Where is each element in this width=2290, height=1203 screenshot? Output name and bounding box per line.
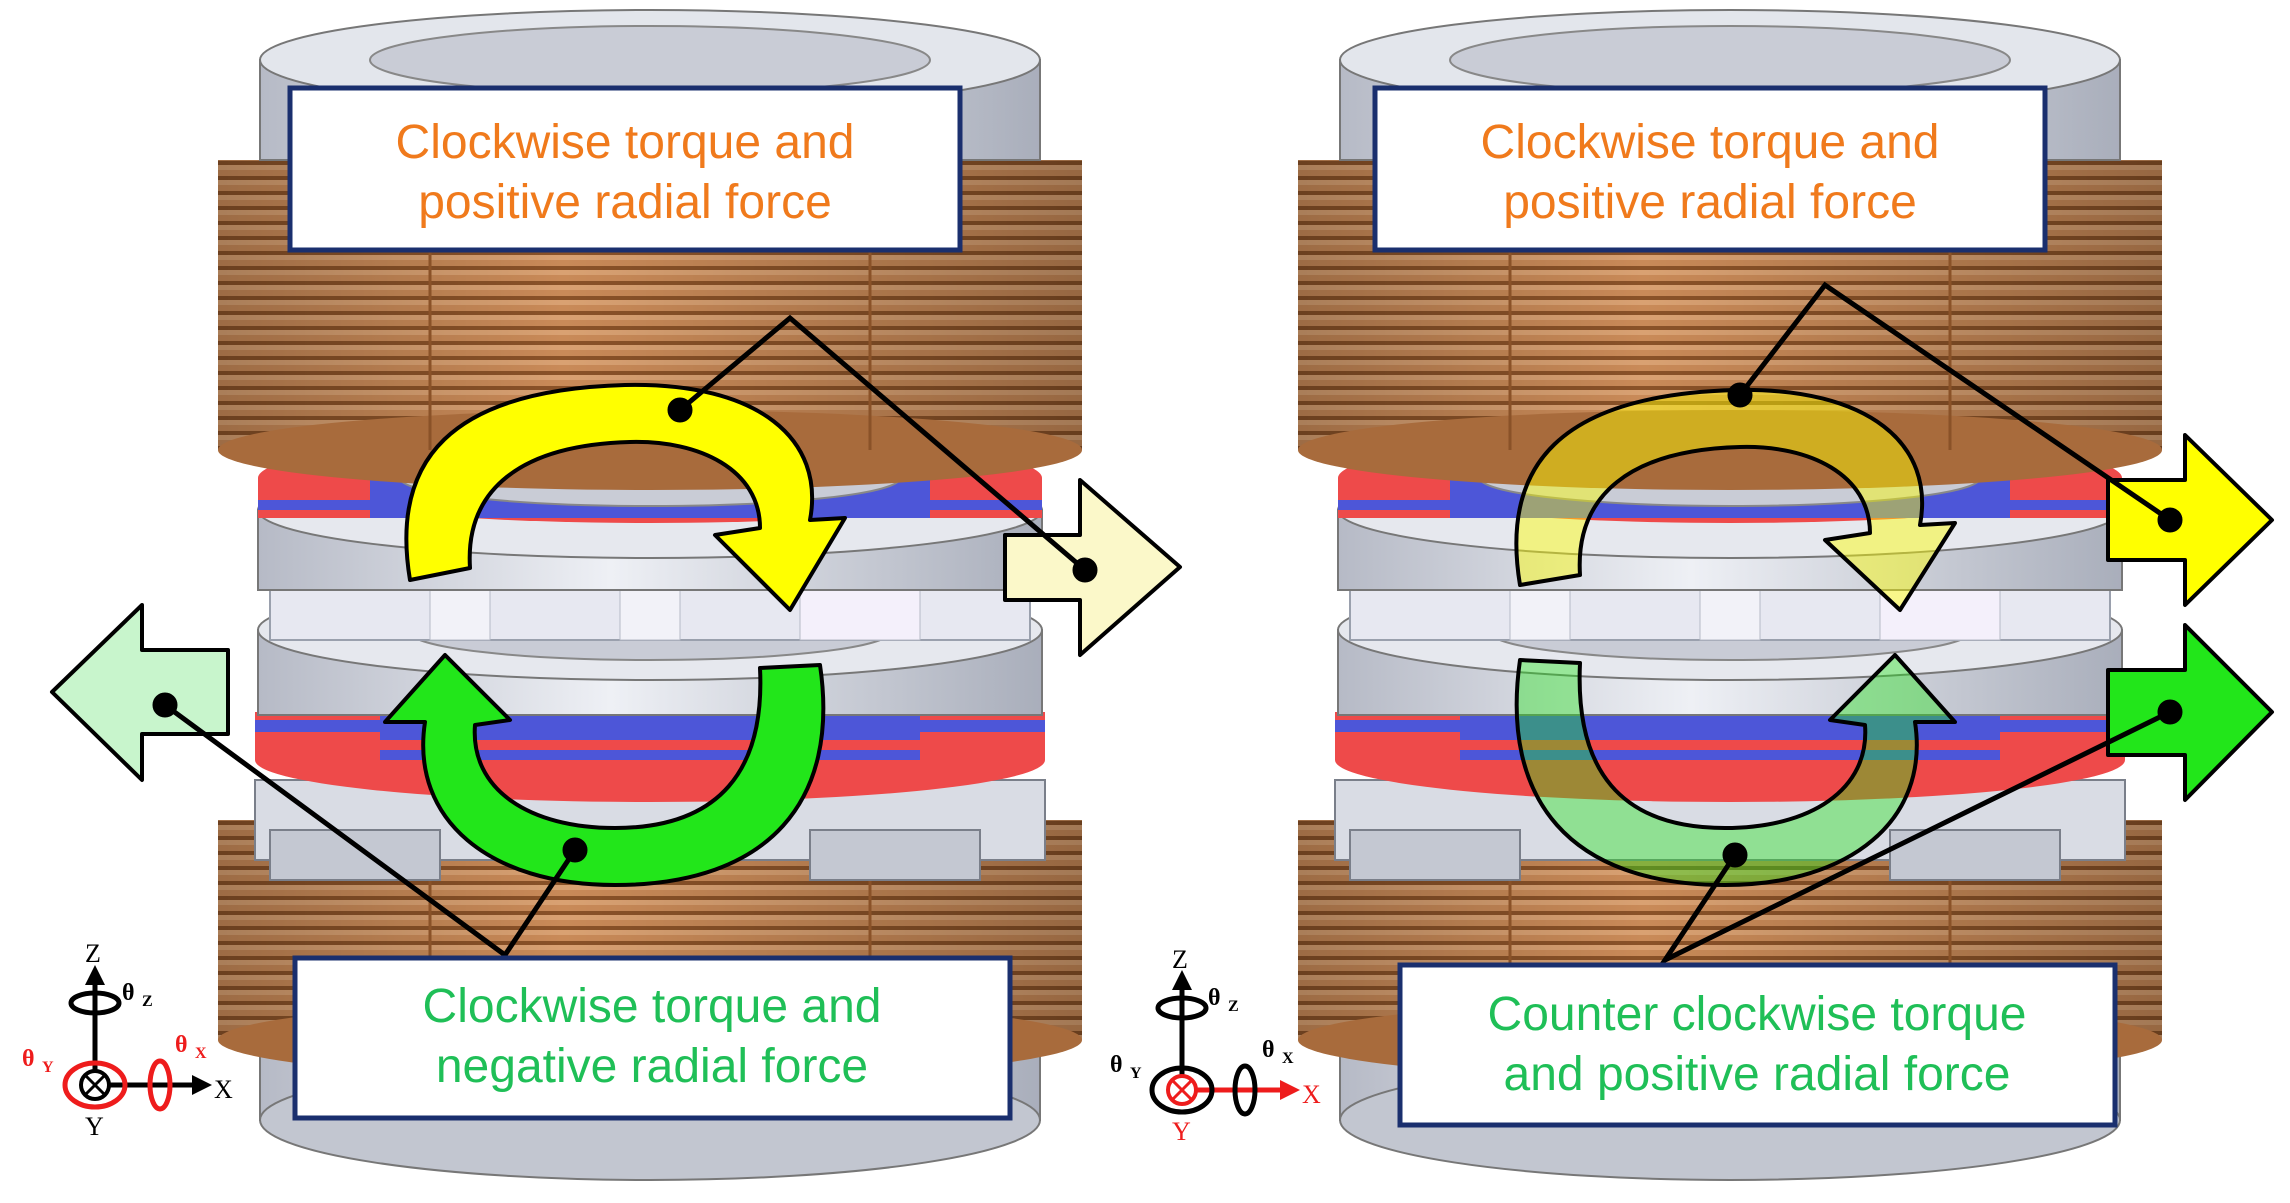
left-theta-z-sub: Z (142, 993, 153, 1010)
left-bottom-label-line1: Clockwise torque and (423, 980, 882, 1033)
left-yellow-torque-arrow (404, 382, 847, 612)
left-bottom-label-box: Clockwise torque and negative radial for… (292, 955, 1013, 1121)
right-bearing-assembly: Clockwise torque and positive radial for… (1110, 9, 2274, 1181)
right-axes-triad: Z θ Z X θ Y θ X Y (1110, 945, 1321, 1146)
right-yellow-torque-arrow (1514, 387, 1957, 612)
right-top-label-line2: positive radial force (1503, 176, 1917, 229)
left-top-label-line2: positive radial force (418, 176, 832, 229)
right-yellow-radial-force-arrow (2106, 433, 2274, 607)
right-theta-z-label: θ (1208, 985, 1221, 1011)
right-bottom-label-line2: and positive radial force (1504, 1048, 2011, 1101)
right-axis-z-label: Z (1172, 945, 1188, 974)
right-theta-z-sub: Z (1228, 998, 1239, 1015)
right-theta-y-label: θ (1110, 1052, 1123, 1078)
right-green-radial-force-arrow (2106, 623, 2274, 802)
right-green-torque-arrow (1514, 653, 1957, 887)
right-axis-y-label: Y (1172, 1117, 1191, 1146)
left-top-label-box: Clockwise torque and positive radial for… (287, 85, 963, 253)
left-theta-x-sub: X (195, 1045, 207, 1062)
left-axis-x-label: X (214, 1075, 233, 1104)
left-leader-lines (152, 314, 1098, 959)
left-top-label-line1: Clockwise torque and (396, 116, 855, 169)
right-bottom-label-box: Counter clockwise torque and positive ra… (1397, 962, 2118, 1128)
left-lower-magnet-ring (255, 712, 1045, 802)
right-leader-lines (1657, 281, 2183, 967)
left-theta-y-label: θ (22, 1046, 35, 1072)
left-bearing-assembly: Clockwise torque and positive radial for… (22, 9, 1182, 1181)
left-bottom-label-line2: negative radial force (436, 1040, 868, 1093)
right-top-label-box: Clockwise torque and positive radial for… (1372, 85, 2048, 253)
left-axes-triad: Z θ Z X θ Y θ X Y (22, 939, 233, 1141)
left-theta-y-sub: Y (42, 1059, 54, 1076)
right-top-label-line1: Clockwise torque and (1481, 116, 1940, 169)
left-theta-x-label: θ (175, 1032, 188, 1058)
left-axis-z-label: Z (85, 939, 101, 968)
right-axis-x-label: X (1302, 1080, 1321, 1109)
right-lower-magnet-ring (1335, 712, 2125, 802)
right-theta-x-label: θ (1262, 1037, 1275, 1063)
left-axis-y-label: Y (85, 1112, 104, 1141)
right-theta-x-sub: X (1282, 1050, 1294, 1067)
left-green-torque-arrow (383, 653, 826, 887)
right-bottom-label-line1: Counter clockwise torque (1488, 988, 2027, 1041)
left-theta-z-label: θ (122, 980, 135, 1006)
right-theta-y-sub: Y (1130, 1065, 1142, 1082)
